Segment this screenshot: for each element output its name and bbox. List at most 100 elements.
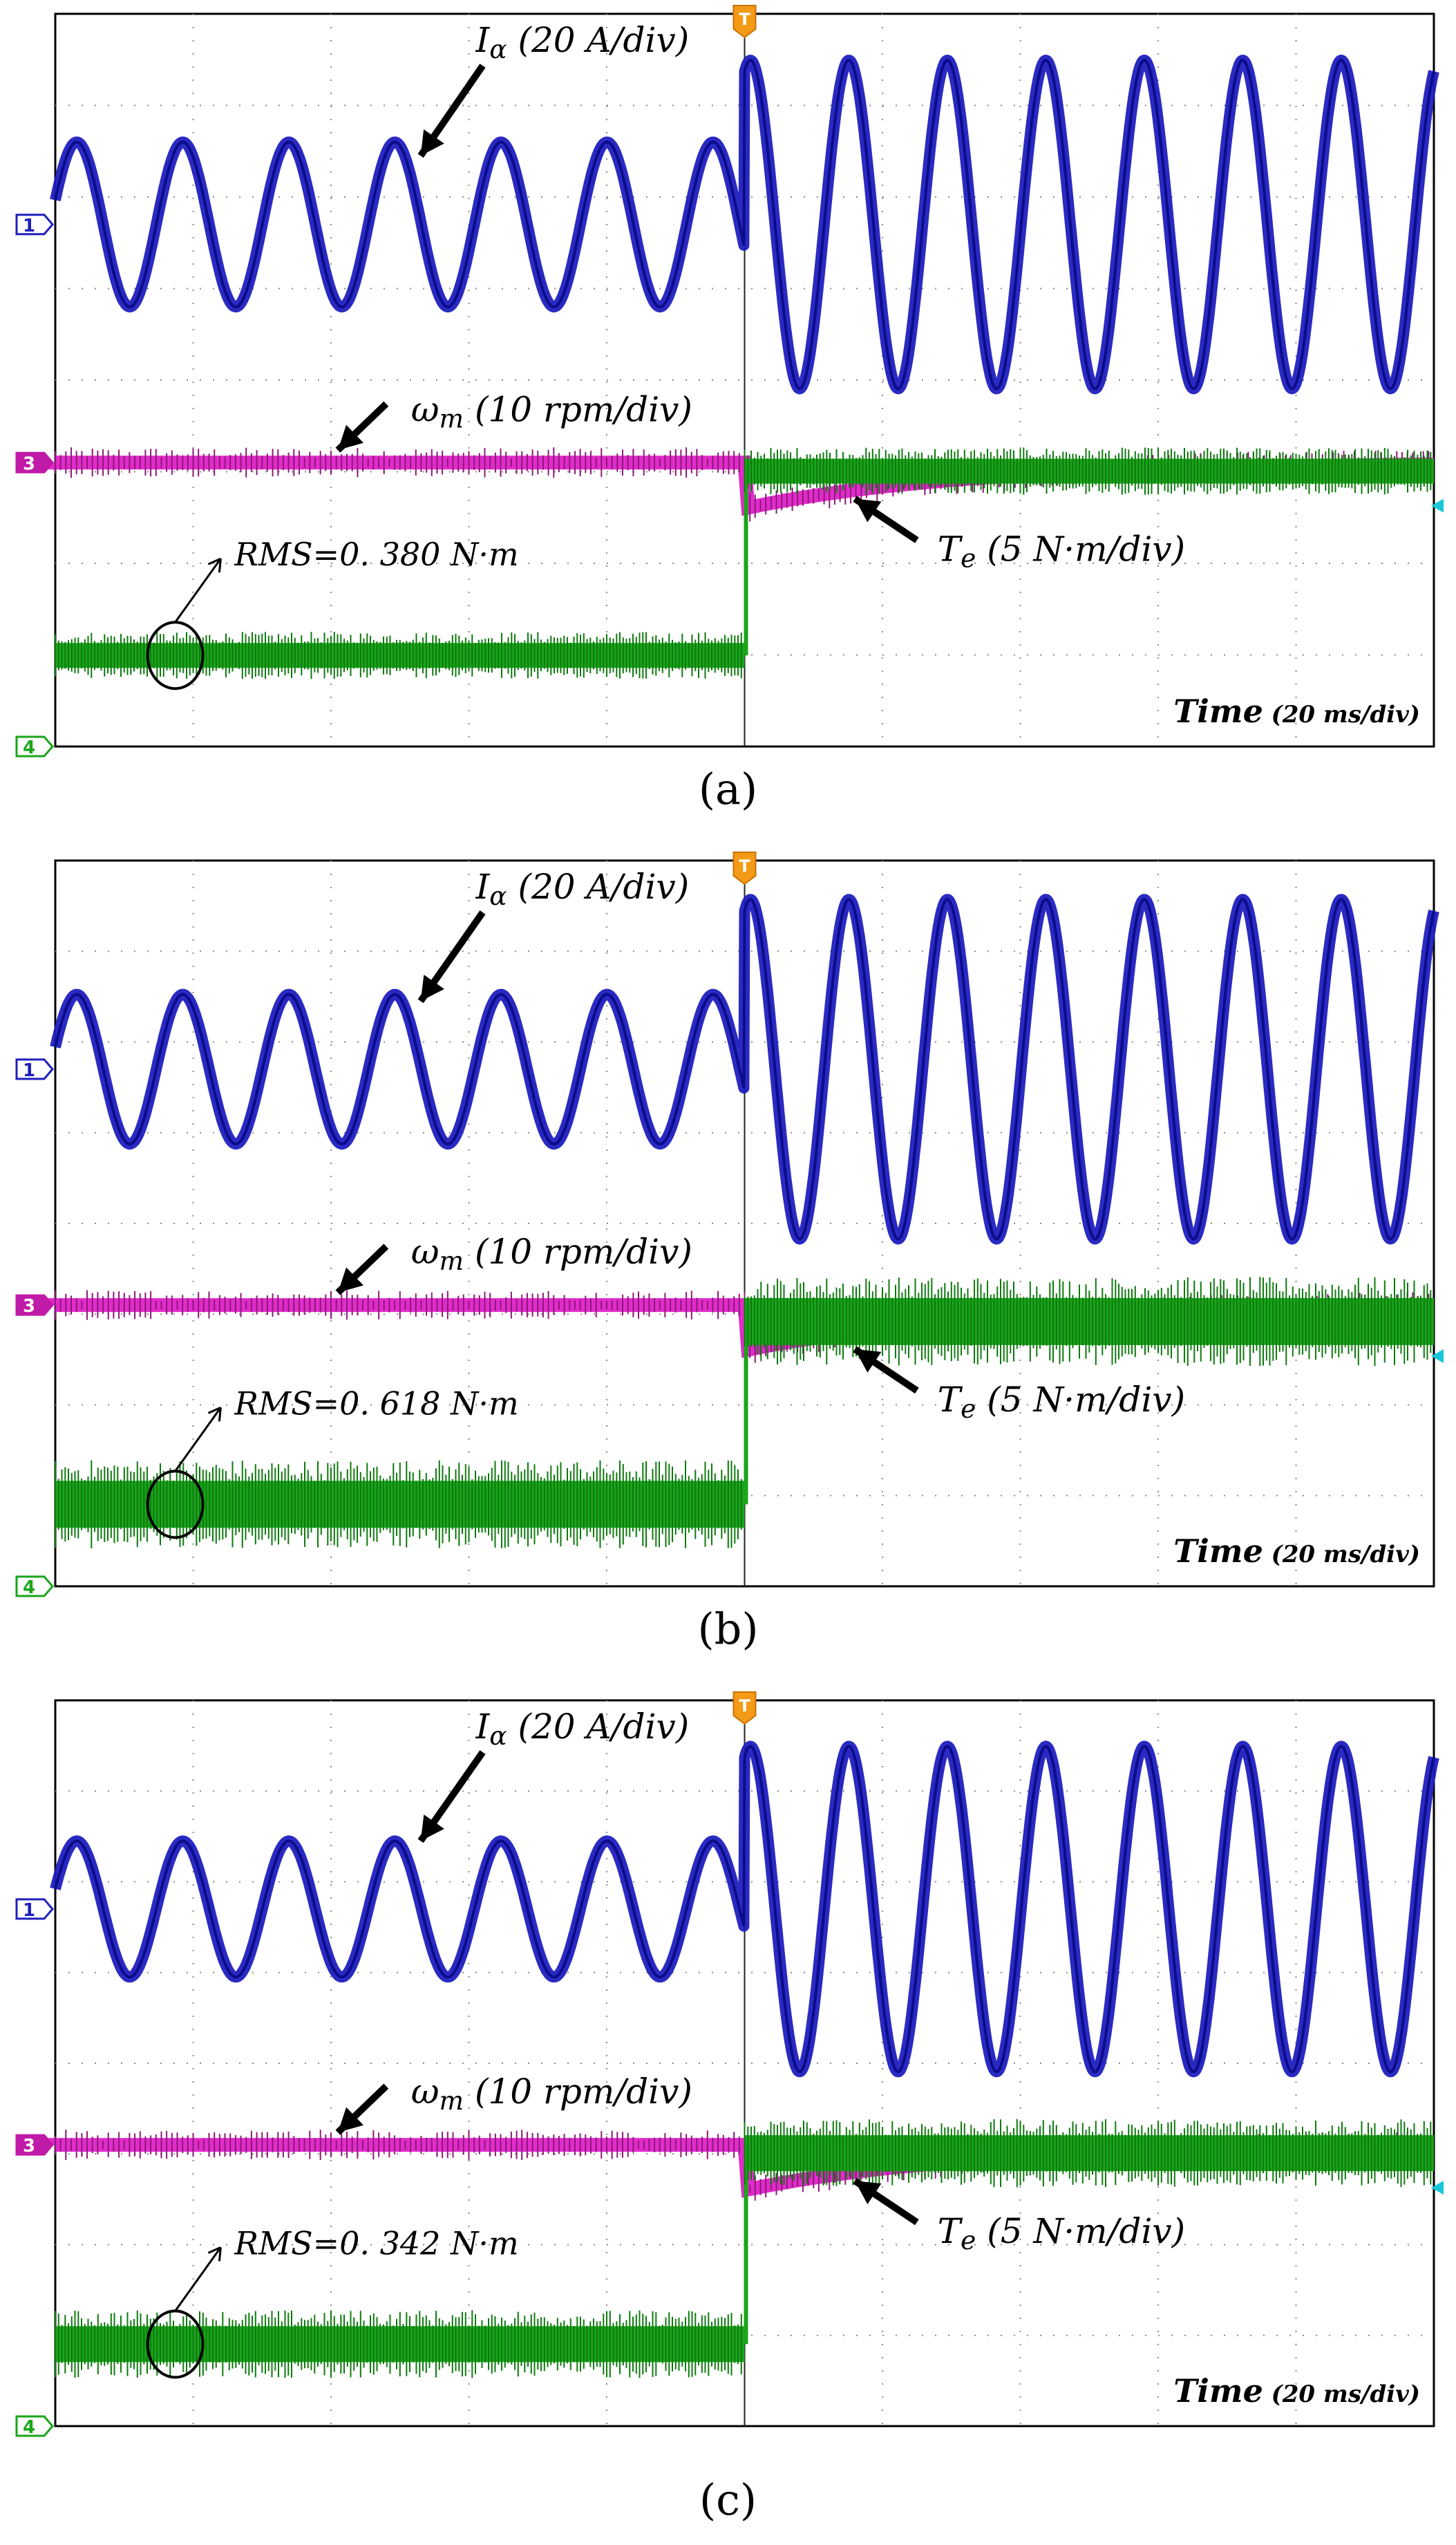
scope-panel-c: 1 3 4 T Iα (20 A/div) ωm (10 rpm/div) RMS=0. 3… (0, 1680, 1456, 2545)
trigger-marker-shape (732, 1691, 757, 1725)
channel-marker-shape (15, 2415, 54, 2437)
scope-plot-c: 1 3 4 T Iα (20 A/div) ωm (10 rpm/div) RMS=0. 3… (15, 1691, 1444, 2438)
scope-panel-b: 1 3 4 T Iα (20 A/div) ωm (10 rpm/div) RMS=0. 6… (0, 840, 1456, 1680)
arrow-head (337, 424, 363, 451)
channel-marker-label: 3 (23, 2136, 35, 2157)
trigger-marker-label: T (739, 1696, 750, 1716)
torque-label: Te (5 N·m/div) (938, 1380, 1185, 1424)
arrow-head (855, 1349, 882, 1373)
channel-marker-label: 4 (23, 738, 35, 758)
arrow-head (420, 129, 444, 156)
speed-label-arrow (335, 2083, 389, 2135)
channel-1-marker: 1 (15, 214, 54, 236)
rms-arrow (174, 557, 222, 623)
current-trace-core (54, 898, 1435, 1241)
annotations-a: 1 3 4 T Iα (20 A/div) ωm (10 rpm/div) RMS=0. 3… (15, 5, 1444, 758)
channel-marker-label: 4 (23, 2417, 35, 2438)
current-label: Iα (20 A/div) (475, 20, 690, 64)
channel-marker-shape (15, 214, 54, 236)
channel-marker-shape (15, 2134, 54, 2156)
caption-a: (a) (698, 764, 758, 814)
trigger-marker: T (732, 852, 757, 885)
current-label-arrow (417, 910, 486, 1004)
caption-c: (c) (699, 2474, 757, 2525)
rms-arrow-shaft (174, 2246, 222, 2312)
channel-marker-shape (15, 1575, 54, 1597)
annotations-b: 1 3 4 T Iα (20 A/div) ωm (10 rpm/div) RMS=0. 6… (15, 852, 1444, 1598)
channel-marker-label: 1 (23, 1060, 35, 1081)
channel-marker-shape (15, 735, 54, 758)
time-label: Time (20 ms/div) (1173, 693, 1420, 730)
trigger-marker: T (732, 1691, 757, 1725)
arrow-head (855, 498, 882, 523)
cyan-offset-marker (1431, 1349, 1444, 1363)
channel-4-marker: 4 (15, 735, 54, 758)
current-trace-core (54, 58, 1435, 391)
rms-arrow-shaft (174, 558, 222, 623)
scope-plot-a: 1 3 4 T Iα (20 A/div) ωm (10 rpm/div) RMS=0. 3… (15, 5, 1444, 758)
channel-4-marker: 4 (15, 2415, 54, 2438)
arrow-head (420, 975, 444, 1002)
channel-marker-label: 1 (23, 1900, 35, 1921)
rms-arrow (174, 2246, 222, 2312)
time-label: Time (20 ms/div) (1173, 2372, 1420, 2410)
rms-arrow-head (207, 557, 222, 573)
torque-noise (55, 447, 1432, 679)
current-label: Iα (20 A/div) (475, 867, 690, 911)
caption-b: (b) (697, 1604, 759, 1654)
torque-label: Te (5 N·m/div) (938, 529, 1185, 574)
channel-marker-shape (15, 1058, 54, 1080)
speed-label: ωm (10 rpm/div) (411, 2072, 692, 2116)
arrow-head (337, 1267, 363, 1293)
traces-c (48, 1740, 1439, 2378)
rms-arrow-shaft (174, 1407, 222, 1472)
torque-label-arrow (853, 496, 919, 543)
rms-label: RMS=0. 380 N·m (234, 536, 518, 573)
torque-band-after (747, 2135, 1434, 2172)
rms-arrow (174, 1407, 222, 1472)
trigger-marker: T (732, 5, 757, 39)
trigger-marker-shape (732, 5, 757, 39)
channel-marker-shape (15, 1898, 54, 1920)
current-label-arrow (417, 64, 486, 158)
speed-label-arrow (335, 1243, 389, 1295)
arrow-head (855, 2181, 882, 2204)
annotations-c: 1 3 4 T Iα (20 A/div) ωm (10 rpm/div) RMS=0. 3… (15, 1691, 1444, 2438)
torque-label: Te (5 N·m/div) (938, 2211, 1185, 2255)
scope-panel-a: 1 3 4 T Iα (20 A/div) ωm (10 rpm/div) RMS=0. 3… (0, 0, 1456, 840)
arrow-head (420, 1814, 444, 1841)
torque-noise (55, 2119, 1432, 2378)
cyan-offset-marker (1431, 498, 1444, 513)
current-label-arrow (417, 1750, 486, 1843)
channel-marker-shape (15, 451, 54, 473)
current-label: Iα (20 A/div) (475, 1707, 690, 1751)
channel-marker-label: 3 (23, 453, 35, 474)
channel-marker-label: 1 (23, 216, 35, 236)
rms-arrow-head (207, 2246, 222, 2262)
torque-label-arrow (853, 2177, 919, 2226)
torque-label-arrow (853, 1346, 919, 1394)
rms-label: RMS=0. 618 N·m (234, 1384, 518, 1422)
trigger-marker-shape (732, 852, 757, 885)
channel-3-marker: 3 (15, 2134, 54, 2157)
traces-b (48, 894, 1439, 1549)
speed-label: ωm (10 rpm/div) (411, 389, 692, 433)
channel-3-marker: 3 (15, 451, 54, 474)
channel-marker-shape (15, 1294, 54, 1316)
cyan-offset-marker (1431, 2181, 1444, 2195)
traces-a (48, 55, 1439, 679)
speed-label-arrow (335, 401, 389, 453)
channel-3-marker: 3 (15, 1294, 54, 1317)
channel-4-marker: 4 (15, 1575, 54, 1598)
channel-1-marker: 1 (15, 1898, 54, 1921)
rms-arrow-head (207, 1407, 222, 1422)
rms-label: RMS=0. 342 N·m (234, 2224, 518, 2262)
time-label: Time (20 ms/div) (1173, 1532, 1420, 1570)
channel-1-marker: 1 (15, 1058, 54, 1081)
channel-marker-label: 3 (23, 1296, 35, 1317)
trigger-marker-label: T (739, 10, 750, 29)
speed-label: ωm (10 rpm/div) (411, 1232, 692, 1276)
scope-plot-b: 1 3 4 T Iα (20 A/div) ωm (10 rpm/div) RMS=0. 6… (15, 852, 1444, 1598)
arrow-head (337, 2107, 363, 2133)
channel-marker-label: 4 (23, 1577, 35, 1598)
